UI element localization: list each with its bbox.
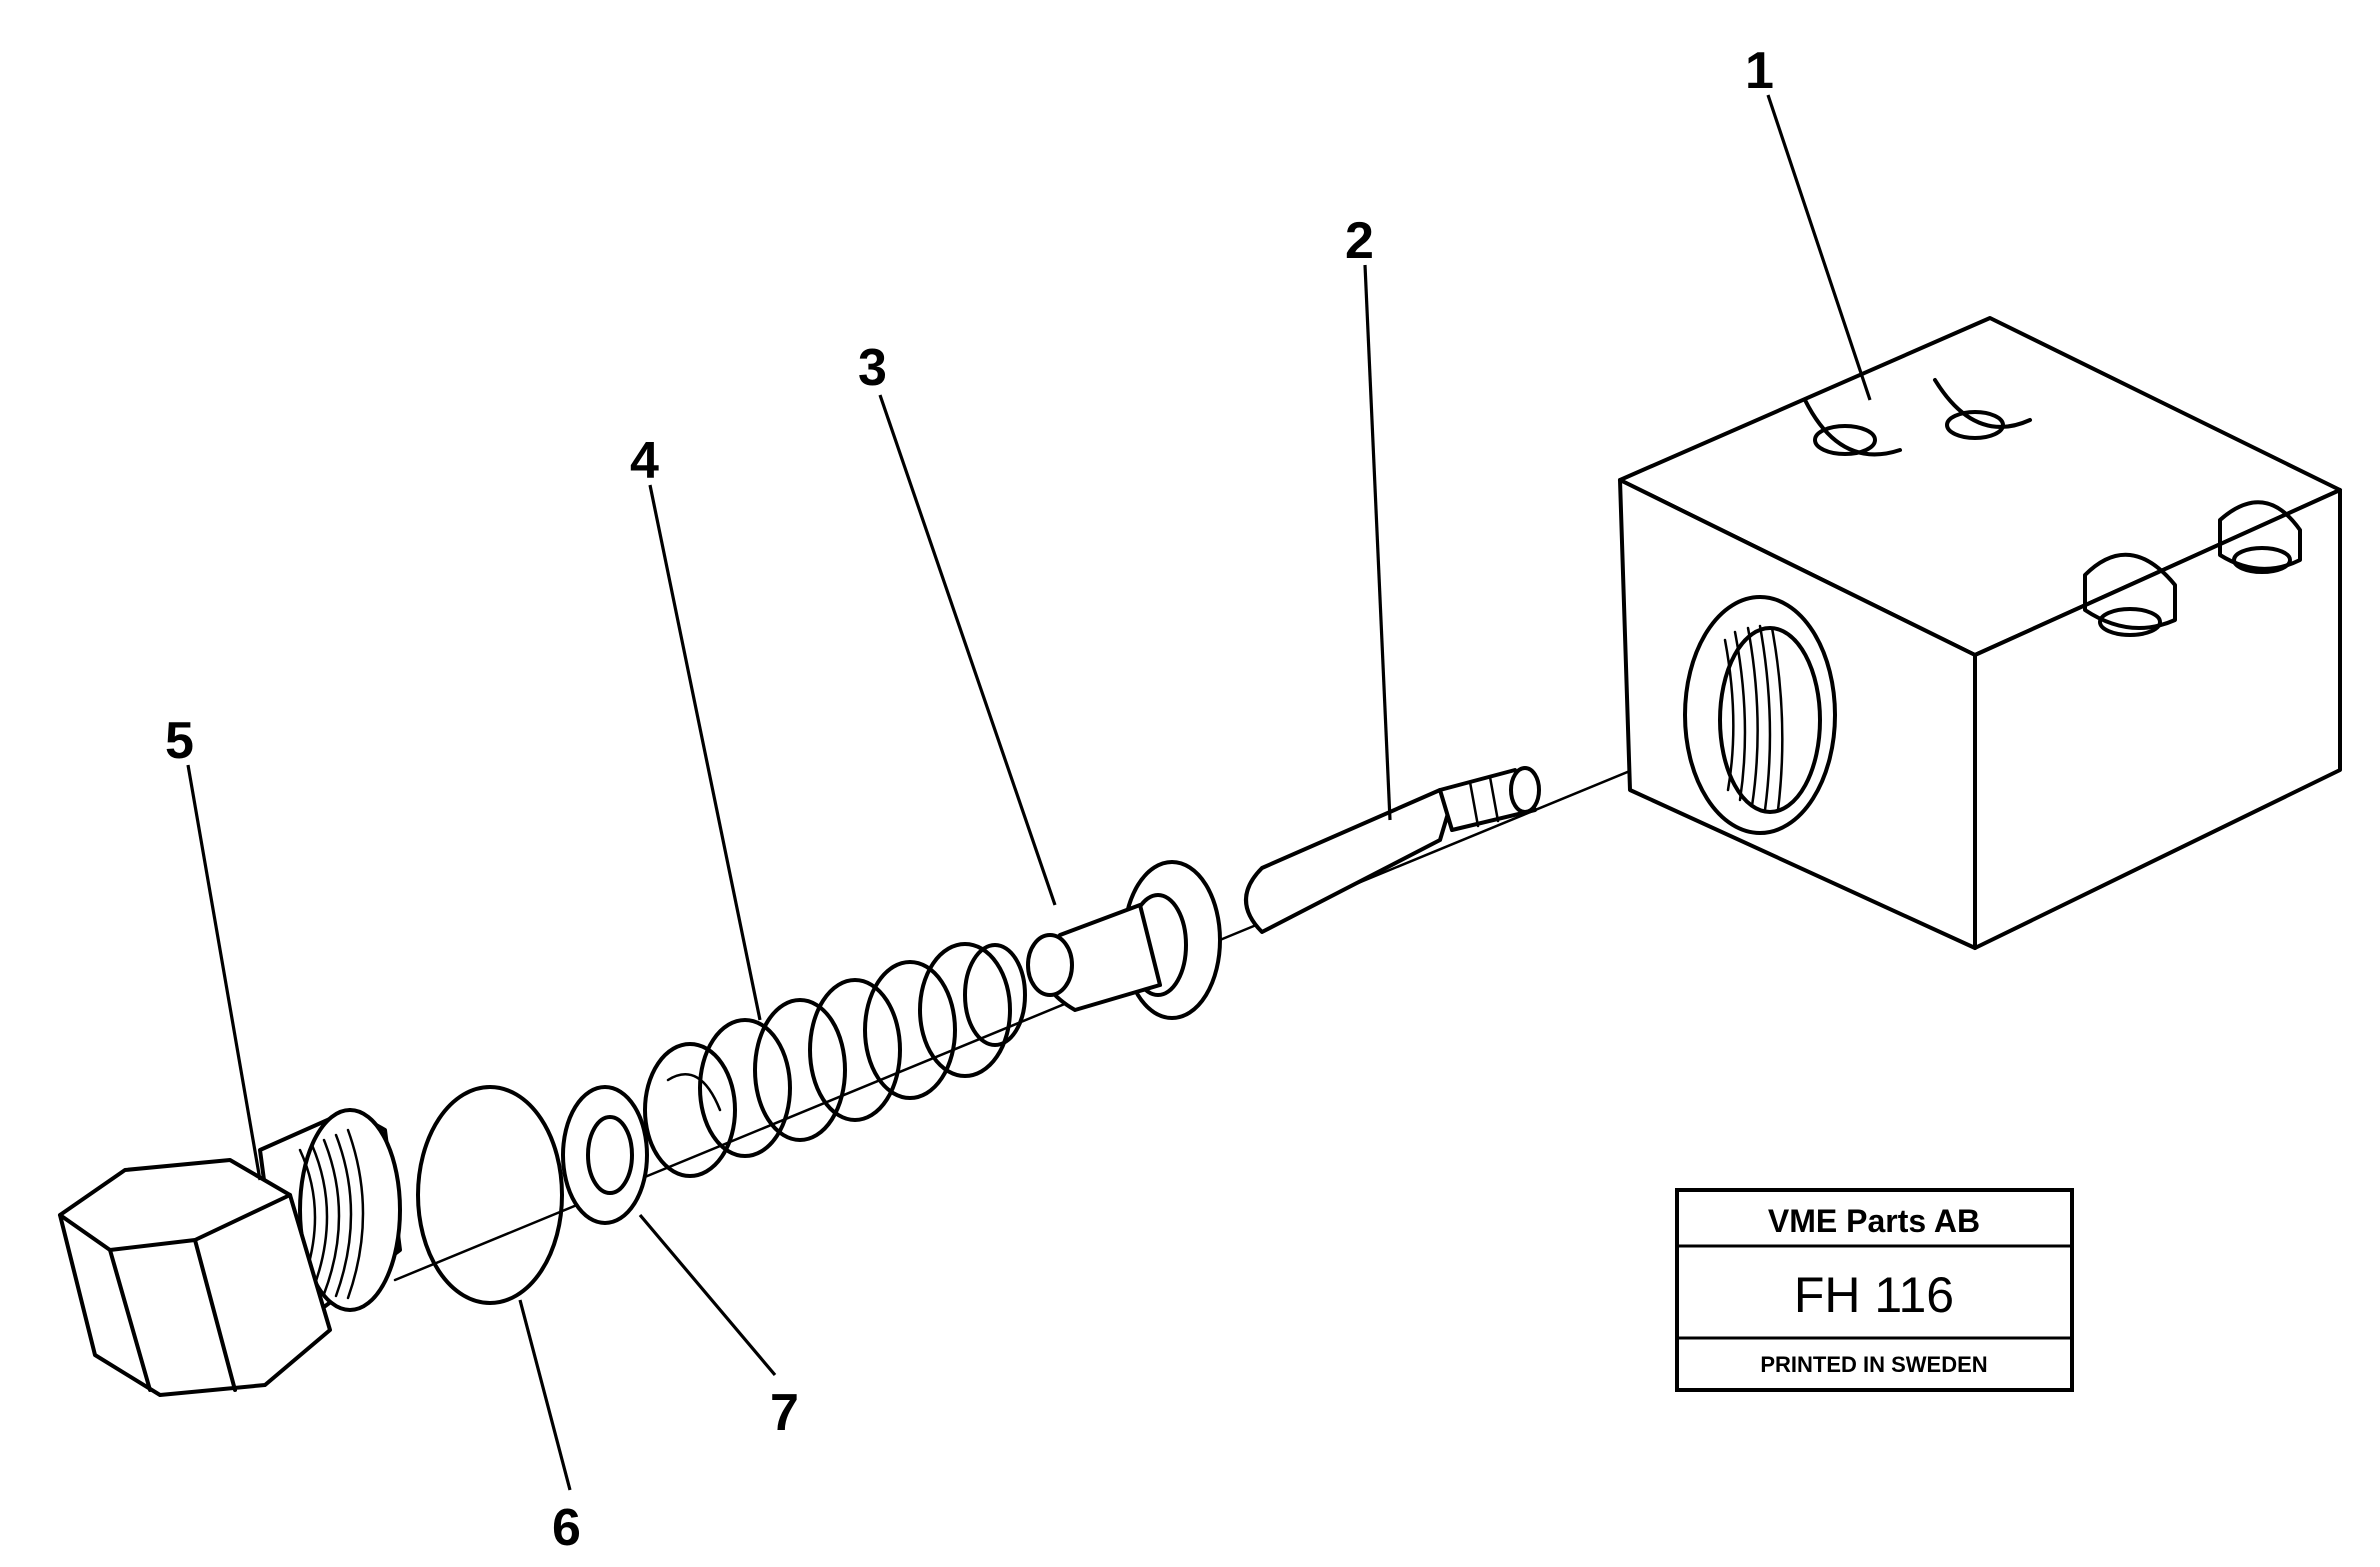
title-block-company: VME Parts AB — [1768, 1203, 1980, 1239]
callout-3: 3 — [858, 339, 887, 397]
leader-line-1 — [1766, 94, 1872, 401]
callout-2: 2 — [1345, 212, 1374, 270]
valve-pin-icon — [1244, 766, 1541, 934]
sealing-ring-icon — [416, 1085, 564, 1305]
leader-line-4 — [648, 484, 762, 1021]
callout-6: 6 — [552, 1499, 581, 1557]
leader-line-3 — [878, 394, 1057, 906]
callout-7: 7 — [770, 1384, 799, 1442]
coil-spring-icon — [643, 942, 1027, 1178]
leader-line-6 — [518, 1299, 572, 1491]
title-block-code: FH 116 — [1794, 1267, 1954, 1323]
hex-plug-icon — [58, 1108, 402, 1397]
title-block: VME Parts AB FH 116 PRINTED IN SWEDEN — [1675, 1188, 2074, 1392]
leader-line-7 — [638, 1213, 777, 1377]
callout-5: 5 — [165, 712, 194, 770]
leader-line-2 — [1363, 264, 1392, 821]
callout-1: 1 — [1745, 42, 1774, 100]
valve-housing-icon — [1618, 316, 2342, 950]
title-block-printed: PRINTED IN SWEDEN — [1760, 1352, 1987, 1377]
leader-line-5 — [186, 764, 262, 1181]
valve-poppet-icon — [1026, 860, 1222, 1020]
washer-icon — [561, 1085, 649, 1225]
callout-4: 4 — [630, 432, 659, 490]
